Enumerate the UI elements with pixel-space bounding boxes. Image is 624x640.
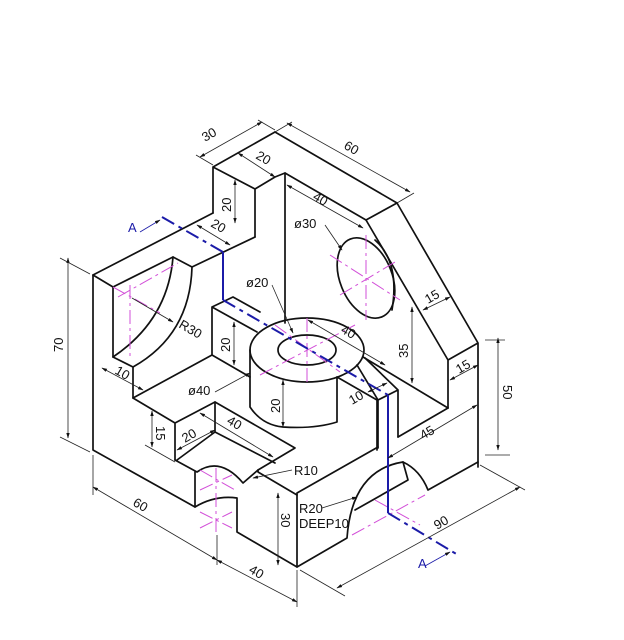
- dim-dia30: ø30: [294, 216, 316, 231]
- dim-20-cylinder: 20: [268, 399, 283, 413]
- dim-20-thin-wall: 20: [218, 338, 233, 352]
- dim-dia40: ø40: [188, 383, 210, 398]
- dim-60-top: 60: [342, 138, 362, 158]
- dim-10-thin-wall: 10: [346, 387, 366, 407]
- dim-40-bottom: 40: [247, 562, 267, 582]
- section-label-a-top: A: [128, 220, 137, 235]
- dim-40-pocket: 40: [225, 413, 245, 433]
- dim-30-front: 30: [278, 513, 293, 527]
- dimension-lines: [59, 119, 526, 607]
- dim-20-pocket: 20: [179, 425, 199, 445]
- dim-20-step-height: 20: [219, 198, 234, 212]
- dim-15-pocket: 15: [153, 426, 168, 440]
- dim-dia20: ø20: [246, 275, 268, 290]
- dim-30-top: 30: [199, 124, 219, 144]
- dim-35: 35: [396, 344, 411, 358]
- dim-60-bottom: 60: [131, 495, 151, 515]
- part-outline: [92, 131, 479, 568]
- dim-50: 50: [500, 385, 515, 399]
- dim-r20: R20: [299, 501, 323, 516]
- dim-15-rib: 15: [453, 356, 473, 376]
- dim-10-left: 10: [113, 363, 133, 383]
- dim-45: 45: [417, 422, 437, 442]
- dim-deep10: DEEP10: [299, 516, 349, 531]
- dim-70: 70: [51, 338, 66, 352]
- section-label-a-bottom: A: [418, 556, 427, 571]
- dim-20-step-width: 20: [209, 216, 229, 236]
- dim-40-cylinder: 40: [339, 322, 359, 342]
- centerlines: [112, 235, 426, 536]
- dim-20-step-depth: 20: [254, 148, 274, 168]
- dim-r30: R30: [177, 317, 205, 342]
- dim-15-chamfer: 15: [422, 286, 442, 306]
- dim-90: 90: [431, 512, 451, 532]
- dim-40-wall: 40: [311, 189, 331, 209]
- dimension-labels: 30 20 60 20 20 40 ø30 ø20 R30 40 15 35 1…: [51, 124, 515, 581]
- dim-r10: R10: [294, 463, 318, 478]
